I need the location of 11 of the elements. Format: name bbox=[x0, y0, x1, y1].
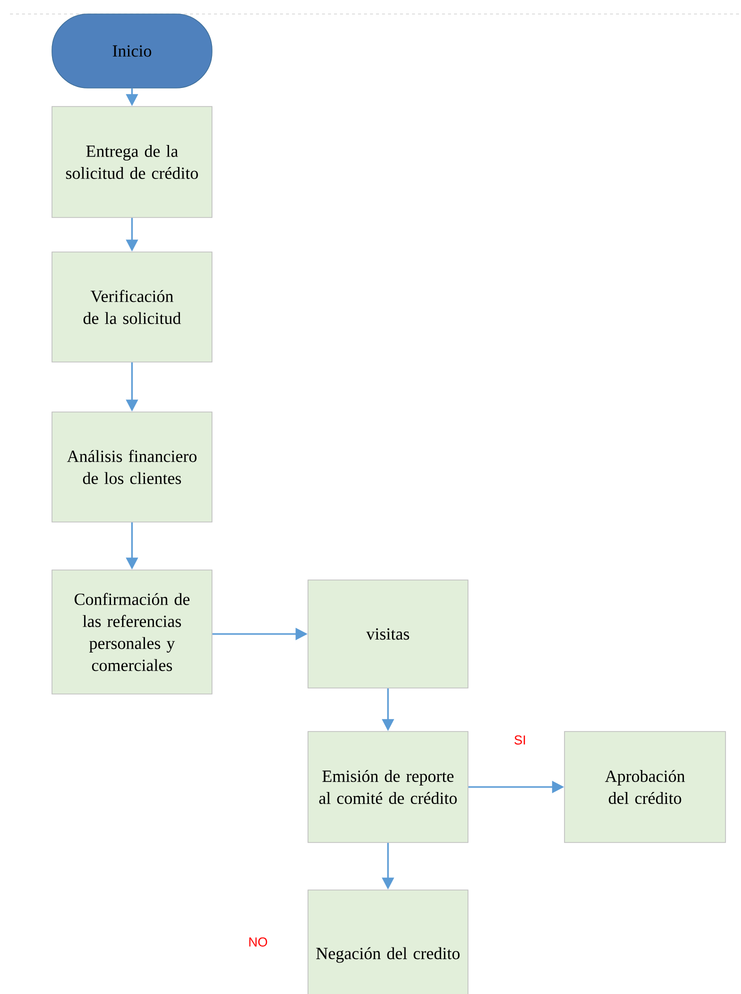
process-box: Verificación de la solicitud bbox=[52, 252, 212, 362]
process-box: Análisis financiero de los clientes bbox=[52, 412, 212, 522]
branch-label: NO bbox=[249, 937, 268, 947]
process-box: Confirmación de las referencias personales y comerciales bbox=[52, 570, 212, 694]
process-box: Negación del credito bbox=[308, 890, 468, 994]
process-box: Aprobación del crédito bbox=[564, 731, 726, 843]
process-box: visitas bbox=[308, 580, 468, 688]
process-box: Entrega de la solicitud de crédito bbox=[52, 106, 212, 218]
process-box: Emisión de reporte al comité de crédito bbox=[308, 731, 468, 843]
start-terminal: Inicio bbox=[52, 14, 212, 88]
branch-label: SI bbox=[514, 735, 525, 745]
